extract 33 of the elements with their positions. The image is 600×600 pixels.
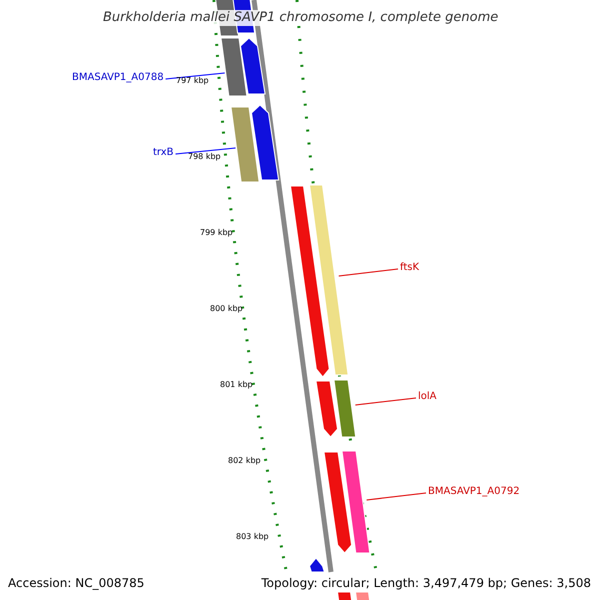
gene-bar	[308, 557, 326, 572]
gene-label: trxB	[153, 147, 174, 159]
scale-label: 803 kbp	[236, 531, 269, 543]
scale-label: 802 kbp	[228, 455, 261, 467]
title: Burkholderia mallei SAVP1 chromosome I, complete genome	[103, 10, 498, 26]
gene-label: lolA	[418, 391, 437, 403]
gene-label: ftsK	[400, 262, 420, 274]
leader-line	[366, 492, 426, 500]
gene-bar	[315, 380, 338, 438]
scale-label: 801 kbp	[220, 379, 253, 391]
gene-bar	[220, 38, 248, 96]
gene-bar	[308, 184, 349, 376]
gene-label: BMASAVP1_A0792	[428, 486, 520, 498]
gene-bar	[230, 106, 260, 182]
leader-line	[165, 72, 226, 80]
gene-bar	[250, 104, 280, 180]
scale-label: 800 kbp	[210, 303, 243, 315]
scale-label: 798 kbp	[188, 151, 221, 163]
footer-text: Topology: circular; Length: 3,497,479 bp; Genes: 3,508	[261, 576, 591, 590]
scale-label: 799 kbp	[200, 227, 233, 239]
gene-bar	[341, 450, 370, 554]
leader-line	[354, 398, 416, 406]
leader-line	[338, 268, 398, 276]
leader-line	[175, 148, 236, 154]
gene-bar	[354, 592, 371, 600]
gene-bar	[240, 37, 266, 94]
gene-bar	[333, 380, 356, 438]
gene-bar	[323, 452, 352, 554]
gene-bar	[290, 186, 330, 378]
gene-bar	[336, 592, 353, 600]
gene-label: BMASAVP1_A0788	[72, 72, 164, 84]
scale-label: 797 kbp	[176, 75, 209, 87]
footer-text: Accession: NC_008785	[8, 576, 144, 590]
